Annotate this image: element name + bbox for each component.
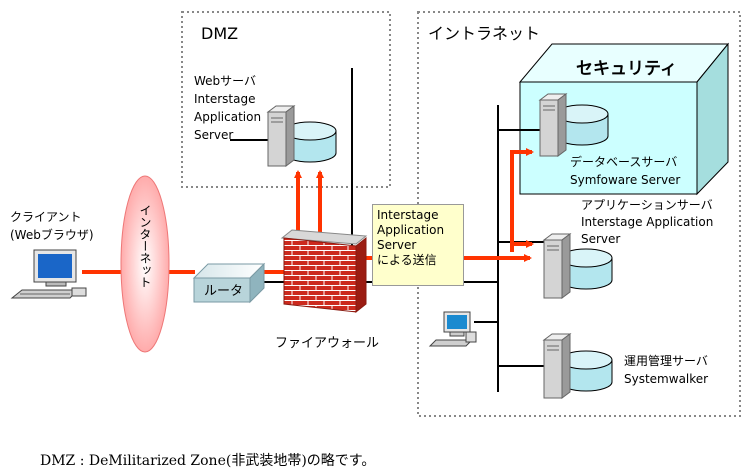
security-title: セキュリティ	[576, 59, 677, 79]
web-server-label: Webサーバ Interstage Application Server	[194, 72, 261, 144]
transmission-note-line: による送信	[377, 253, 437, 267]
web-server-label-line: Application	[194, 110, 262, 124]
transmission-note: Interstage Application Server による送信	[372, 204, 464, 286]
web-server-label-line: Server	[194, 128, 234, 142]
db-server-label-line: データベースサーバ	[570, 155, 678, 169]
transmission-note-line: Application	[377, 223, 445, 237]
mgmt-server-icon	[542, 333, 613, 399]
firewall-label: ファイアウォール	[275, 336, 380, 351]
intranet-title: イントラネット	[428, 24, 541, 43]
db-server-label-line: Symfoware Server	[570, 173, 681, 187]
dmz-title: DMZ	[201, 24, 239, 43]
security-box	[518, 42, 730, 196]
mgmt-server-label-line: 運用管理サーバ	[624, 354, 708, 368]
app-server-icon	[542, 233, 613, 299]
client-label-line: (Webブラウザ)	[10, 228, 94, 242]
router-label: ルータ	[204, 284, 244, 299]
web-server-label-line: Webサーバ	[194, 74, 257, 88]
dmz-zone-box	[181, 11, 391, 188]
web-server-icon	[266, 105, 337, 167]
mgmt-server-label-line: Systemwalker	[624, 372, 709, 386]
firewall-icon	[280, 229, 368, 314]
mgmt-server-label: 運用管理サーバ Systemwalker	[624, 352, 708, 388]
app-server-label-line: アプリケーションサーバ	[581, 198, 713, 212]
intranet-pc-icon	[428, 311, 477, 347]
client-label-line: クライアント	[10, 210, 82, 224]
app-server-label-line: Server	[581, 232, 621, 246]
client-label: クライアント (Webブラウザ)	[10, 208, 94, 244]
client-pc-icon	[10, 249, 87, 299]
internet-label: インターネット	[138, 204, 152, 288]
web-server-label-line: Interstage	[194, 92, 256, 106]
db-server-icon	[538, 93, 609, 157]
internet-cloud	[120, 175, 170, 353]
app-server-label-line: Interstage Application	[581, 215, 714, 229]
db-server-label: データベースサーバ Symfoware Server	[570, 153, 680, 189]
app-server-label: アプリケーションサーバ Interstage Application Serve…	[581, 197, 713, 248]
transmission-note-line: Server	[377, 238, 417, 252]
footnote: DMZ : DeMilitarized Zone(非武装地帯)の略です。	[40, 453, 376, 469]
router-icon	[192, 262, 266, 304]
transmission-note-line: Interstage	[377, 208, 439, 222]
